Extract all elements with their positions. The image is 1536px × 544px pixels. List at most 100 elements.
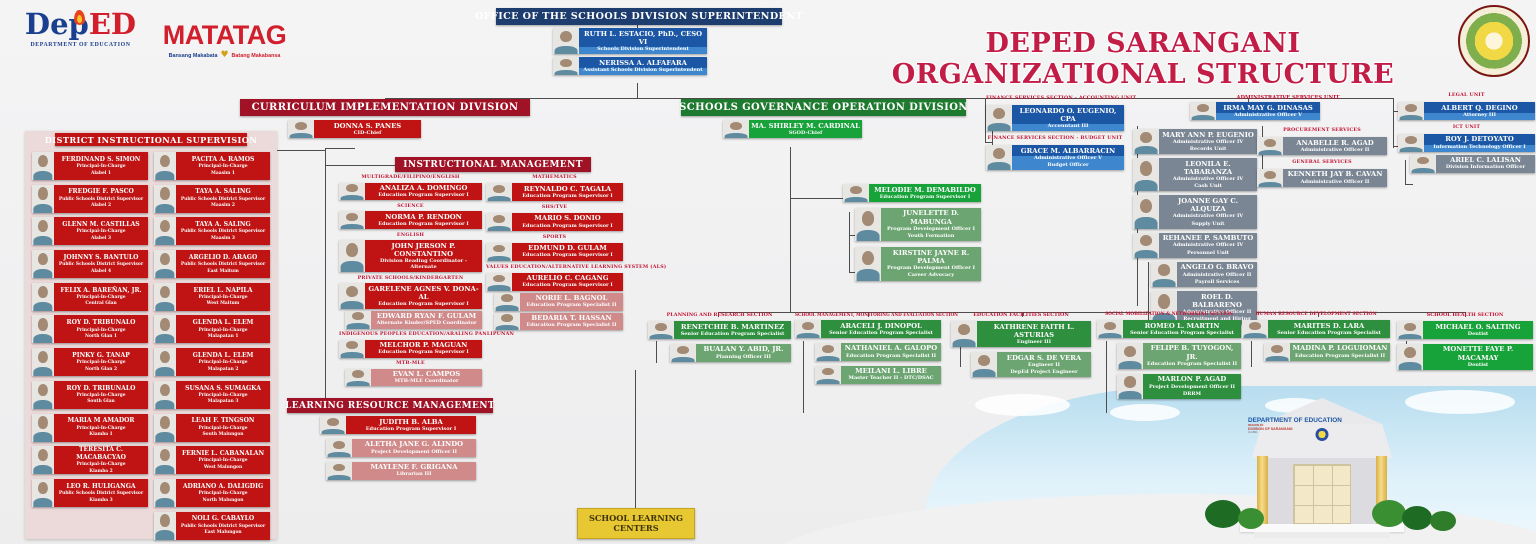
person-photo	[1398, 133, 1424, 152]
person-role: Assistant Schools Division Superintenden…	[583, 66, 703, 73]
connector-line	[803, 341, 804, 413]
section-title: PLANNING AND RESEARCH SECTION	[666, 312, 773, 318]
person-photo	[339, 211, 365, 230]
person-photo	[1117, 373, 1143, 400]
person-photo	[154, 380, 176, 409]
person-photo	[326, 438, 352, 457]
person-role: Information Technology Officer I	[1433, 143, 1526, 150]
person-name: AURELIO C. CAGANG	[526, 274, 609, 283]
person-role: Planning Officer III	[716, 353, 771, 360]
person-photo	[1117, 342, 1143, 369]
person-role: Engineer III	[1016, 338, 1052, 345]
building-column-right	[1376, 456, 1387, 526]
person-role: Public Schools District Supervisor	[180, 196, 266, 202]
person-role: Principal-In-Charge	[76, 294, 126, 300]
section-title: EDUCATION FACILITIES SECTION	[973, 312, 1069, 318]
instructional-management-header: INSTRUCTIONAL MANAGEMENT	[395, 157, 591, 172]
person-subrole: Alabel 1	[90, 170, 112, 176]
connector-line	[1022, 312, 1023, 317]
person-photo	[486, 183, 512, 201]
person-photo	[1190, 102, 1216, 120]
person-role: Principal-In-Charge	[76, 327, 126, 333]
building-sign-line4: ALABEL	[1248, 430, 1258, 434]
tree	[1402, 506, 1432, 530]
section-title: HUMAN RESOURCE DEVELOPMENT SECTION	[1255, 312, 1377, 317]
person-role: Principal-In-Charge	[198, 425, 248, 431]
person-photo	[32, 315, 54, 344]
section-education-facilities: EDUCATION FACILITIES SECTION KATHRENE FA…	[951, 312, 1091, 378]
connector-line	[1393, 98, 1394, 148]
person-name: REYNALDO C. TAGALA	[523, 184, 612, 193]
person-name: ARACELI J. DINOPOL	[840, 321, 922, 330]
person-name: RUTH L. ESTACIO, PhD., CESO VI	[579, 28, 707, 47]
person-subrole: East Maitum	[207, 268, 239, 274]
person-photo	[986, 105, 1012, 132]
person-photo	[553, 28, 579, 55]
person-name: GRACE M. ALBARRACIN	[1012, 145, 1124, 156]
person-photo	[154, 315, 176, 344]
person-photo	[32, 478, 54, 507]
school-learning-centers-box: SCHOOL LEARNING CENTERS	[577, 508, 695, 539]
person-name: GARELENE AGNES V. DONA-AL	[368, 284, 479, 301]
person-role: Program Development Officer I	[887, 265, 975, 272]
person-name: REHANEE P. SAMBUTO	[1162, 234, 1254, 243]
tree	[1238, 508, 1264, 529]
section-smme: SCHOOL MANAGEMENT, MONITORING AND EVALUA…	[795, 312, 958, 384]
person-role: Education Program Supervisor I	[378, 221, 469, 228]
person-name: MICHAEL O. SALTING	[1435, 322, 1521, 331]
person-role: Principal-In-Charge	[76, 392, 126, 398]
building-seal	[1315, 428, 1329, 441]
person-role: Program Development Officer I	[887, 225, 975, 232]
section-school-health: SCHOOL HEALTH SECTION MICHAEL O. SALTING…	[1397, 312, 1533, 370]
person-photo	[154, 250, 176, 279]
person-photo	[32, 152, 54, 180]
person-role: Librarian III	[396, 471, 432, 478]
person-name: FREDGIE F. PASCO	[68, 188, 134, 196]
connector-line	[849, 235, 856, 236]
person-photo	[971, 352, 997, 378]
cid-header: CURRICULUM IMPLEMENTATION DIVISION	[240, 99, 530, 116]
person-role: Administrative Officer II	[1300, 178, 1370, 185]
person-name: FERDINAND S. SIMON	[61, 155, 141, 163]
person-name: MAYLENE F. GRIGANA	[370, 463, 458, 472]
connector-line	[656, 341, 657, 363]
person-photo	[723, 120, 749, 138]
person-role: Education Program Supervisor I	[522, 192, 613, 199]
person-role: Education Program Supervisor I	[522, 282, 613, 289]
division-seal: DEPARTMENT OF EDUCATION DIVISION OF SARA…	[1458, 5, 1530, 77]
person-photo	[855, 247, 881, 281]
person-role: Education Program Supervisor I	[522, 252, 613, 259]
person-name: JOANNE GAY C. ALQUIZA	[1178, 196, 1238, 214]
person-name: ANALIZA A. DOMINGO	[379, 184, 468, 192]
person-photo	[1151, 291, 1177, 325]
